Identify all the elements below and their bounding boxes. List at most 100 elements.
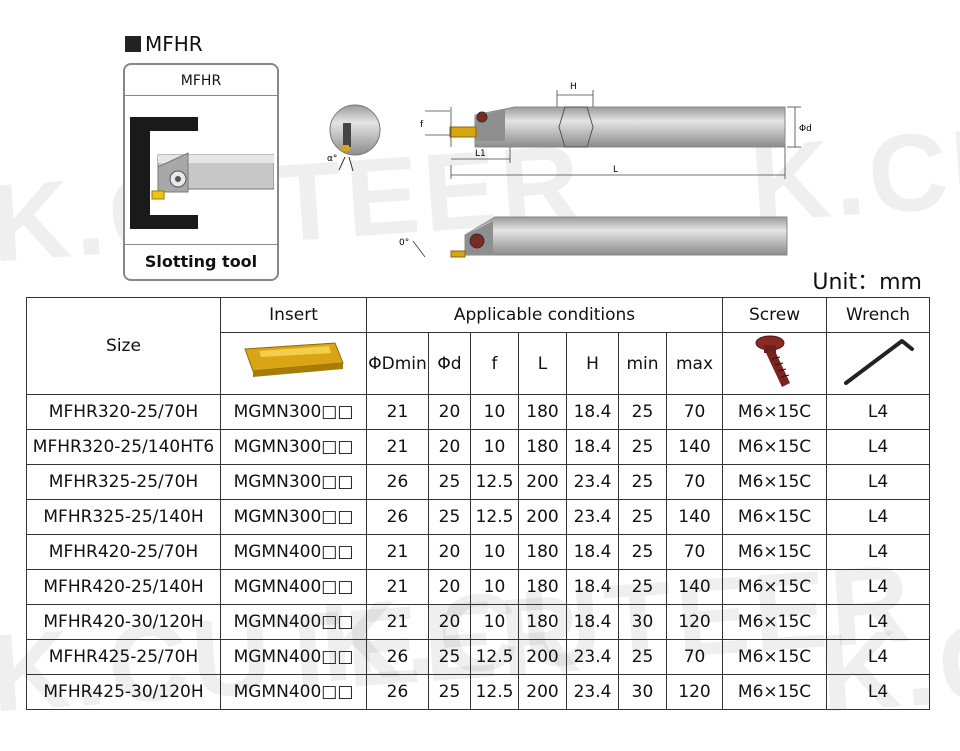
- cell-f: 10: [470, 569, 519, 605]
- subheader-min: min: [618, 332, 667, 395]
- phi-d-label: Φd: [799, 124, 812, 134]
- h-label: H: [570, 82, 577, 92]
- cell-screw: M6×15C: [722, 464, 828, 500]
- cell-f: 12.5: [470, 674, 519, 710]
- cell-size: MFHR325-25/140H: [26, 499, 221, 535]
- cell-max: 70: [665, 394, 724, 430]
- cell-d: 25: [428, 499, 471, 535]
- cell-h: 23.4: [566, 464, 619, 500]
- cell-min: 25: [618, 464, 667, 500]
- cell-screw: M6×15C: [722, 394, 828, 430]
- cell-screw: M6×15C: [722, 604, 828, 640]
- cell-size: MFHR425-30/120H: [26, 674, 221, 710]
- cell-min: 25: [618, 639, 667, 675]
- cell-min: 25: [618, 534, 667, 570]
- cell-h: 18.4: [566, 394, 619, 430]
- cell-max: 70: [665, 639, 724, 675]
- subheader-h: H: [566, 332, 619, 395]
- cell-wrench: L4: [826, 429, 931, 465]
- product-card: MFHR Slotting tool: [123, 63, 279, 281]
- cell-size: MFHR420-30/120H: [26, 604, 221, 640]
- subheader-max: max: [665, 332, 724, 395]
- cell-h: 23.4: [566, 499, 619, 535]
- header-row: Size Insert Applicable conditions Screw …: [26, 297, 931, 395]
- cell-screw: M6×15C: [722, 674, 828, 710]
- cell-screw: M6×15C: [722, 534, 828, 570]
- cell-l: 180: [518, 534, 567, 570]
- cell-max: 140: [665, 499, 724, 535]
- cell-insert: MGMN400□□: [220, 674, 367, 710]
- cell-l: 180: [518, 569, 567, 605]
- cell-size: MFHR325-25/70H: [26, 464, 221, 500]
- cell-wrench: L4: [826, 639, 931, 675]
- cell-f: 10: [470, 429, 519, 465]
- cell-screw: M6×15C: [722, 639, 828, 675]
- cell-insert: MGMN400□□: [220, 639, 367, 675]
- cell-max: 70: [665, 534, 724, 570]
- cell-min: 25: [618, 569, 667, 605]
- cell-d: 20: [428, 604, 471, 640]
- black-square-icon: [125, 36, 141, 52]
- cell-f: 12.5: [470, 499, 519, 535]
- header-wrench: Wrench: [826, 297, 931, 333]
- cell-l: 200: [518, 499, 567, 535]
- cell-l: 180: [518, 429, 567, 465]
- cell-dmin: 21: [366, 429, 429, 465]
- header-insert: Insert: [220, 297, 367, 333]
- slotting-tool-illustration: [128, 97, 274, 245]
- main-tool-view: f H Φd L1 L: [420, 82, 812, 179]
- cell-min: 25: [618, 429, 667, 465]
- cell-max: 120: [665, 674, 724, 710]
- lower-tool-view: 0°: [399, 216, 788, 258]
- series-title: MFHR: [125, 32, 203, 56]
- cell-wrench: L4: [826, 674, 931, 710]
- cell-l: 180: [518, 394, 567, 430]
- cell-insert: MGMN300□□: [220, 394, 367, 430]
- cell-max: 120: [665, 604, 724, 640]
- cell-screw: M6×15C: [722, 429, 828, 465]
- end-view: α°: [327, 104, 381, 172]
- cell-min: 30: [618, 604, 667, 640]
- cell-wrench: L4: [826, 604, 931, 640]
- screw-image-cell: [722, 332, 828, 395]
- screw-icon: [755, 335, 790, 387]
- wrench-image-cell: [826, 332, 931, 395]
- series-title-text: MFHR: [145, 32, 203, 56]
- cell-insert: MGMN300□□: [220, 499, 367, 535]
- cell-f: 12.5: [470, 464, 519, 500]
- cell-dmin: 26: [366, 464, 429, 500]
- cell-max: 140: [665, 429, 724, 465]
- cell-min: 25: [618, 499, 667, 535]
- subheader-l: L: [518, 332, 567, 395]
- cell-insert: MGMN300□□: [220, 429, 367, 465]
- spec-table: Size Insert Applicable conditions Screw …: [26, 297, 931, 710]
- unit-label: Unit：mm: [812, 270, 922, 295]
- cell-f: 12.5: [470, 639, 519, 675]
- cell-h: 18.4: [566, 429, 619, 465]
- cell-h: 18.4: [566, 569, 619, 605]
- f-label: f: [420, 120, 424, 130]
- subheader-d: Φd: [428, 332, 471, 395]
- subheader-row: ΦDmin Φd f L H min max: [27, 332, 931, 395]
- cell-dmin: 21: [366, 569, 429, 605]
- insert-icon: [243, 342, 344, 377]
- cell-dmin: 21: [366, 604, 429, 640]
- header-size: Size: [26, 297, 221, 395]
- cell-h: 18.4: [566, 604, 619, 640]
- cell-f: 10: [470, 604, 519, 640]
- card-footer: Slotting tool: [125, 244, 277, 279]
- cell-size: MFHR420-25/70H: [26, 534, 221, 570]
- cell-dmin: 21: [366, 534, 429, 570]
- cell-size: MFHR420-25/140H: [26, 569, 221, 605]
- cell-l: 200: [518, 674, 567, 710]
- cell-max: 70: [665, 464, 724, 500]
- cell-wrench: L4: [826, 394, 931, 430]
- tool-technical-drawing: α° f H Φd L1 L 0°: [327, 82, 812, 258]
